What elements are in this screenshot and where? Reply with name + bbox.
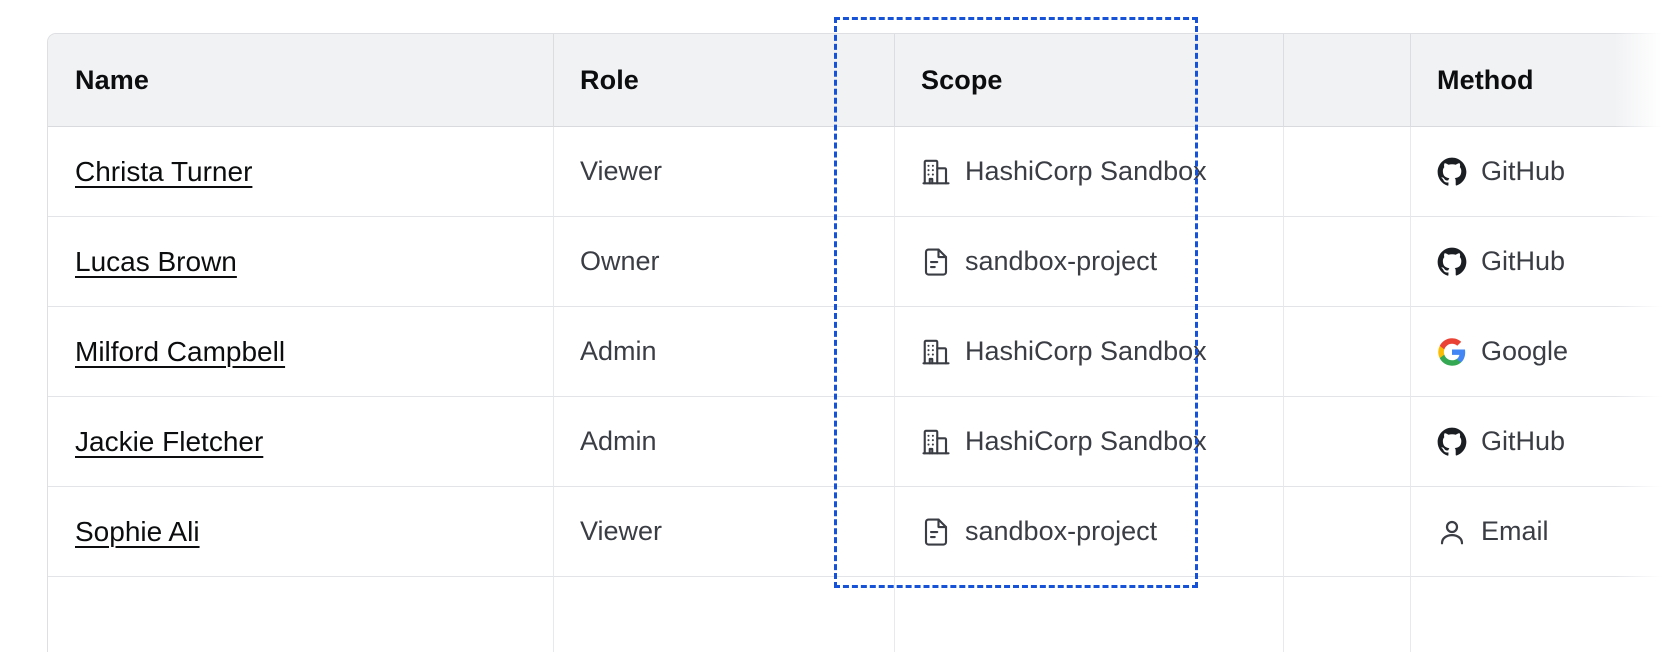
table-row[interactable]: Sophie Ali Viewer sa (48, 487, 1672, 577)
cell-blank (1284, 577, 1411, 652)
cell-scope (895, 577, 1284, 652)
project-file-icon (921, 247, 951, 277)
method-label: GitHub (1481, 156, 1566, 186)
cell-name: Lucas Brown (48, 217, 554, 307)
cell-method: Google (1411, 307, 1672, 397)
member-name-link[interactable]: Milford Campbell (75, 335, 286, 367)
scope-label: sandbox-project (965, 516, 1158, 546)
cell-blank (1284, 397, 1411, 487)
table-header: Name Role Scope Method (48, 34, 1672, 127)
member-name-link[interactable]: Christa Turner (75, 155, 253, 187)
cell-method: Email (1411, 487, 1672, 577)
cell-role (554, 577, 895, 652)
table-row[interactable]: Christa Turner Viewer (48, 127, 1672, 217)
github-icon (1437, 247, 1467, 277)
column-header-name[interactable]: Name (48, 34, 554, 127)
members-table-scroll-container[interactable]: Name Role Scope Method Christa Turner Vi… (47, 33, 1672, 652)
column-header-scope[interactable]: Scope (895, 34, 1284, 127)
cell-scope: HashiCorp Sandbox (895, 127, 1284, 217)
github-icon (1437, 427, 1467, 457)
cell-scope: HashiCorp Sandbox (895, 397, 1284, 487)
table-header-row: Name Role Scope Method (48, 34, 1672, 127)
scope-label: HashiCorp Sandbox (965, 426, 1207, 456)
cell-method (1411, 577, 1672, 652)
cell-role: Viewer (554, 487, 895, 577)
table-row[interactable]: Lucas Brown Owner sa (48, 217, 1672, 307)
scope-label: HashiCorp Sandbox (965, 336, 1207, 366)
google-icon (1437, 337, 1467, 367)
scope-label: sandbox-project (965, 246, 1158, 276)
column-header-blank (1284, 34, 1411, 127)
cell-method: GitHub (1411, 217, 1672, 307)
cell-role: Viewer (554, 127, 895, 217)
cell-role: Admin (554, 397, 895, 487)
scope-label: HashiCorp Sandbox (965, 156, 1207, 186)
column-header-method[interactable]: Method (1411, 34, 1672, 127)
github-icon (1437, 157, 1467, 187)
cell-blank (1284, 217, 1411, 307)
cell-scope: sandbox-project (895, 487, 1284, 577)
cell-blank (1284, 127, 1411, 217)
table-body: Christa Turner Viewer (48, 127, 1672, 652)
cell-scope: HashiCorp Sandbox (895, 307, 1284, 397)
member-name-link[interactable]: Jackie Fletcher (75, 425, 264, 457)
organization-icon (921, 427, 951, 457)
table-row[interactable]: Milford Campbell Admin (48, 307, 1672, 397)
column-header-role[interactable]: Role (554, 34, 895, 127)
cell-blank (1284, 307, 1411, 397)
cell-name: Christa Turner (48, 127, 554, 217)
member-name-link[interactable]: Sophie Ali (75, 515, 200, 547)
organization-icon (921, 337, 951, 367)
cell-role: Owner (554, 217, 895, 307)
members-table: Name Role Scope Method Christa Turner Vi… (47, 33, 1672, 652)
method-label: Email (1481, 516, 1549, 546)
cell-scope: sandbox-project (895, 217, 1284, 307)
cell-role: Admin (554, 307, 895, 397)
method-label: GitHub (1481, 246, 1566, 276)
cell-name (48, 577, 554, 652)
cell-blank (1284, 487, 1411, 577)
project-file-icon (921, 517, 951, 547)
cell-name: Milford Campbell (48, 307, 554, 397)
user-icon (1437, 517, 1467, 547)
organization-icon (921, 157, 951, 187)
member-name-link[interactable]: Lucas Brown (75, 245, 237, 277)
method-label: GitHub (1481, 426, 1566, 456)
cell-name: Sophie Ali (48, 487, 554, 577)
cell-method: GitHub (1411, 397, 1672, 487)
table-row[interactable] (48, 577, 1672, 652)
method-label: Google (1481, 336, 1569, 366)
cell-method: GitHub (1411, 127, 1672, 217)
cell-name: Jackie Fletcher (48, 397, 554, 487)
table-row[interactable]: Jackie Fletcher Admin (48, 397, 1672, 487)
